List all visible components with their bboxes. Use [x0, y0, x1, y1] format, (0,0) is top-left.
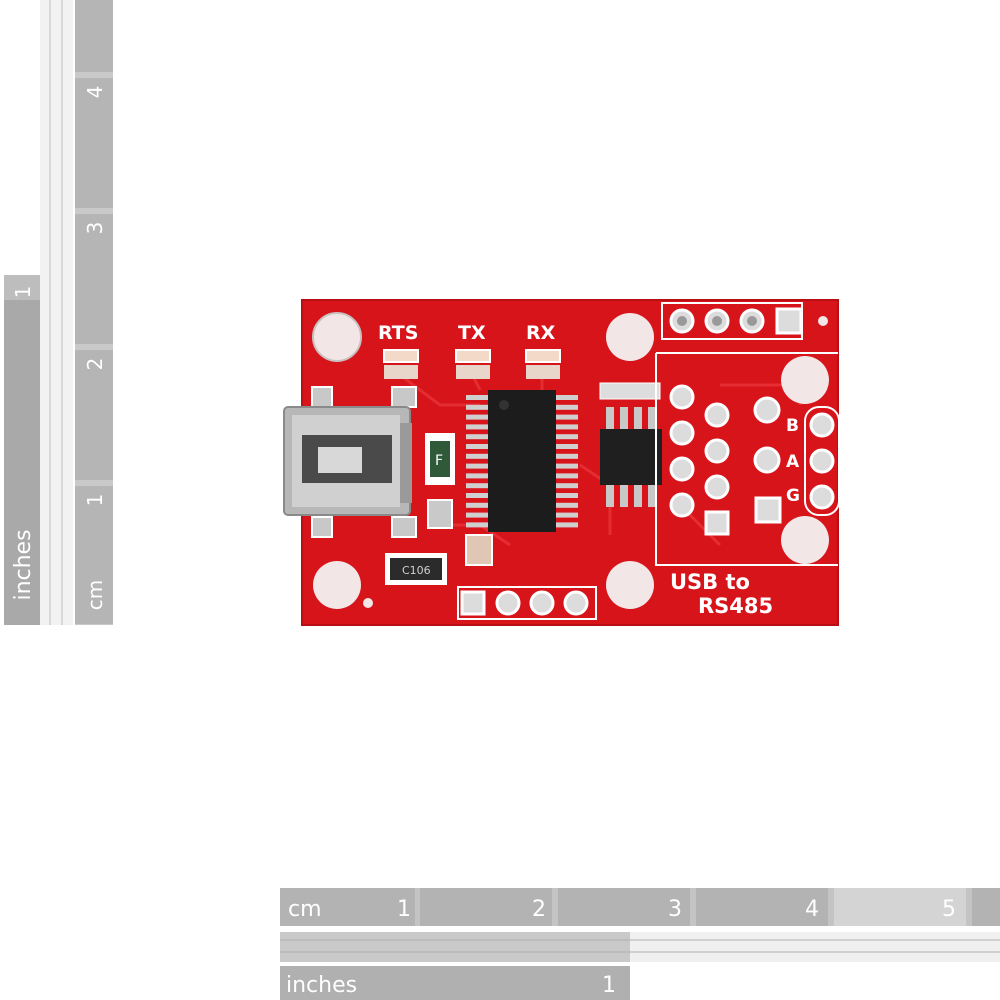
small-passives	[599, 382, 661, 400]
chip-pin	[556, 463, 578, 469]
chip-pin	[556, 512, 578, 518]
small-resistors	[465, 534, 493, 566]
chip-pin	[466, 522, 488, 528]
rs485-transceiver-chip	[600, 407, 662, 507]
terminal-label-b: B	[786, 416, 799, 436]
chip-pin	[556, 473, 578, 479]
chip-pin	[466, 444, 488, 449]
left-inch-number-1: 1	[11, 286, 35, 299]
chip-pin	[466, 424, 488, 430]
left-tick-strip	[40, 0, 73, 625]
chip-pin	[466, 473, 488, 479]
board-title-line2: RS485	[698, 594, 773, 618]
fuse: F	[425, 433, 455, 485]
left-inches-label: inches	[11, 529, 36, 600]
terminal-label-a: A	[786, 452, 800, 472]
chip-pin	[556, 414, 578, 420]
left-cm-number-2: 2	[83, 358, 107, 371]
right-header	[804, 406, 840, 516]
bottom-inch-ruler: inches 1	[280, 966, 630, 1000]
usb-uart-chip-pins	[466, 395, 578, 528]
bottom-cm-number-4: 4	[805, 897, 819, 922]
board-title-line1: USB to	[670, 570, 750, 594]
bottom-header	[363, 586, 597, 620]
bottom-cm-number-1: 1	[397, 897, 411, 922]
mounting-holes	[312, 312, 829, 609]
usb-rs485-board: RTS TX RX F C106	[283, 299, 840, 626]
chip-pin	[556, 404, 578, 410]
status-leds	[383, 349, 561, 379]
left-cm-number-4: 4	[83, 86, 107, 99]
left-cm-ruler: 4 3 2 1 cm	[75, 0, 113, 625]
left-cm-number-3: 3	[83, 222, 107, 235]
left-inch-ruler: 1 inches	[4, 275, 40, 625]
bottom-cm-number-5: 5	[942, 897, 956, 922]
chip-pin	[556, 424, 578, 430]
usb-uart-chip	[488, 390, 556, 532]
chip-pin	[466, 395, 488, 400]
top-header	[661, 302, 828, 340]
chip-pin	[466, 493, 488, 498]
usb-mini-connector	[283, 386, 417, 538]
chip-pin	[466, 483, 488, 489]
chip-pin	[556, 502, 578, 508]
chip-pin	[466, 512, 488, 518]
led-label-rx: RX	[526, 322, 556, 344]
chip-pin	[466, 453, 488, 459]
chip-pin	[466, 434, 488, 440]
bottom-tick-strip	[280, 932, 1000, 962]
bottom-cm-number-2: 2	[532, 897, 546, 922]
led-label-rts: RTS	[378, 322, 418, 344]
terminal-label-g: G	[786, 486, 800, 506]
capacitor	[390, 558, 442, 580]
rs485-pads	[669, 384, 782, 536]
bottom-cm-number-3: 3	[668, 897, 682, 922]
capacitor-marking: C106	[402, 564, 431, 577]
left-cm-label: cm	[83, 580, 107, 610]
bottom-ruler: cm 1 2 3 4 5 inches 1	[280, 888, 1000, 1000]
chip-pin	[466, 414, 488, 420]
left-cm-number-1: 1	[83, 494, 107, 507]
bottom-inch-number-1: 1	[602, 973, 616, 998]
chip-pin	[556, 453, 578, 459]
left-ruler: 4 3 2 1 cm 1 inches	[4, 0, 113, 625]
chip-pin	[556, 483, 578, 489]
led-label-tx: TX	[458, 322, 486, 344]
chip-pin	[466, 463, 488, 469]
bottom-inches-label: inches	[286, 973, 357, 998]
bottom-cm-label: cm	[288, 897, 322, 922]
fuse-marking: F	[435, 453, 443, 469]
chip-pin	[556, 444, 578, 449]
chip-pin	[556, 493, 578, 498]
chip-pin	[556, 395, 578, 400]
bottom-cm-ruler: cm 1 2 3 4 5	[280, 888, 1000, 926]
chip-pin	[466, 404, 488, 410]
small-component	[427, 499, 453, 529]
chip-pin	[556, 522, 578, 528]
chip-pin	[556, 434, 578, 440]
chip-pin	[466, 502, 488, 508]
